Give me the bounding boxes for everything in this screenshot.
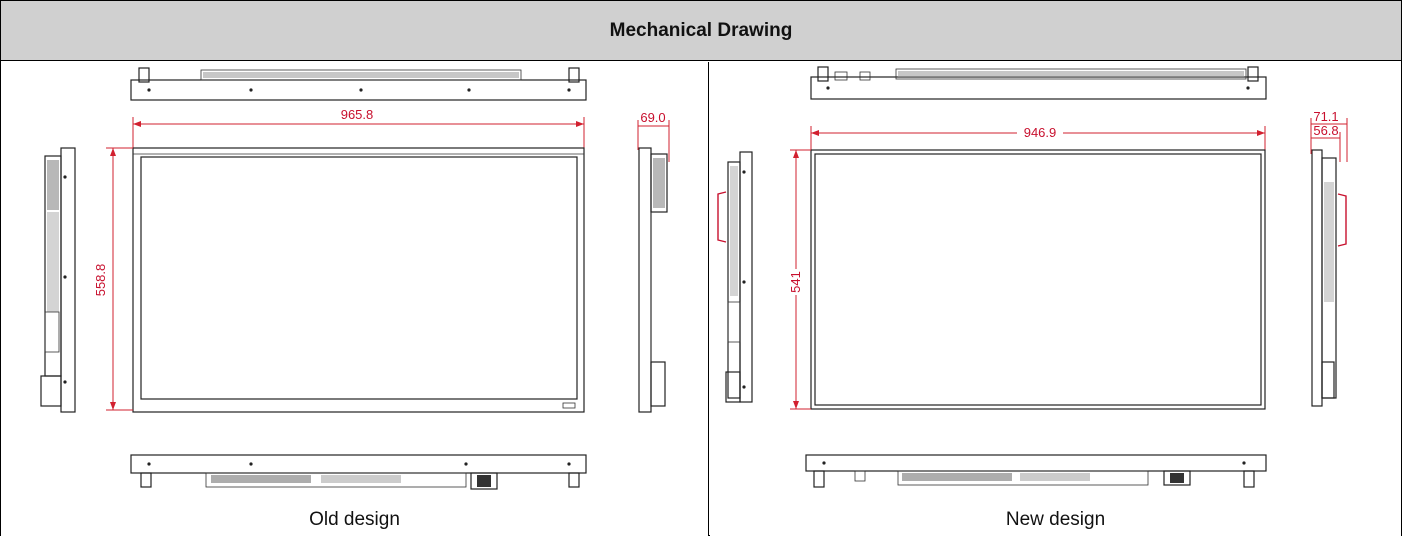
- old-width-dimension: 965.8: [132, 107, 585, 150]
- old-bottom-view: [130, 454, 587, 490]
- old-depth-label: 69.0: [640, 110, 665, 125]
- header-title: Mechanical Drawing: [609, 19, 793, 41]
- new-width-label: 946.9: [1024, 125, 1057, 140]
- new-design-caption: New design: [1005, 509, 1106, 530]
- new-width-dimension: 946.9: [810, 125, 1266, 154]
- new-right-side-view: [1311, 149, 1347, 407]
- old-design-drawing: 965.8 558.8: [40, 67, 670, 490]
- new-depth-label: 71.1: [1313, 109, 1338, 124]
- old-height-dimension: 558.8: [93, 147, 133, 411]
- old-depth-dimension: 69.0: [637, 110, 670, 162]
- new-front-view: [810, 149, 1266, 410]
- new-design-drawing: 946.9 541: [717, 66, 1348, 488]
- table-header: Mechanical Drawing: [1, 1, 1401, 61]
- new-bottom-view: [805, 454, 1267, 488]
- new-depth-inner-label: 56.8: [1313, 123, 1338, 138]
- new-design-cell: 946.9 541: [710, 62, 1401, 536]
- old-right-side-view: [638, 147, 668, 413]
- old-height-label: 558.8: [93, 264, 108, 297]
- old-left-side-view: [40, 147, 76, 413]
- new-height-dimension: 541: [788, 149, 811, 410]
- old-design-caption: Old design: [309, 509, 400, 530]
- old-width-label: 965.8: [341, 107, 374, 122]
- old-design-cell: 965.8 558.8: [1, 62, 709, 536]
- new-top-view: [810, 66, 1267, 100]
- new-height-label: 541: [788, 271, 803, 293]
- old-top-view: [130, 67, 587, 101]
- new-depth-dimension: 71.1 56.8: [1310, 109, 1348, 162]
- new-left-side-view: [717, 151, 753, 403]
- old-front-view: [132, 147, 585, 413]
